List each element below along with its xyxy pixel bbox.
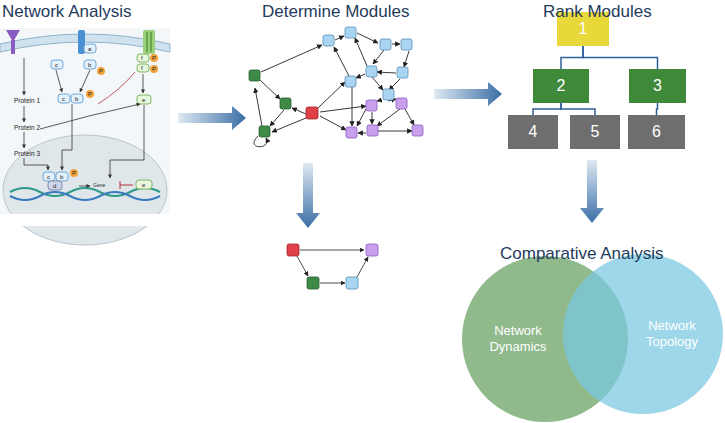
- rank-box: 6: [628, 115, 685, 149]
- node-text: Network Topology: [637, 318, 707, 351]
- stage-heading: Determine Modules: [262, 3, 409, 20]
- node-text: 4: [529, 123, 538, 141]
- venn-circle: Network Topology: [563, 254, 723, 414]
- tree-connector: [561, 103, 595, 115]
- stage-heading: Comparative Analysis: [500, 245, 663, 262]
- node-text: Network Dynamics: [478, 323, 558, 356]
- illustration-label: f: [141, 55, 143, 61]
- illustration-label: Protein 2: [14, 125, 40, 132]
- illustration-label: P: [72, 170, 76, 176]
- illustration-label: a: [88, 46, 91, 52]
- illustration-label: e: [142, 97, 145, 103]
- illustration-label: Protein 1: [14, 98, 40, 105]
- node-text: 6: [652, 123, 661, 141]
- illustration-label: d: [53, 183, 56, 189]
- illustration-label: b: [75, 96, 78, 102]
- node-text: 2: [557, 77, 566, 95]
- rank-box: 5: [570, 115, 620, 149]
- tree-connector: [561, 46, 583, 69]
- illustration-label: b: [60, 174, 63, 180]
- illustration-label: P: [152, 55, 156, 61]
- stage-heading: Rank Modules: [543, 3, 652, 20]
- tree-connector: [583, 46, 658, 69]
- motif: [287, 244, 378, 289]
- cell-illustration: [0, 28, 170, 245]
- rank-box: 3: [629, 69, 686, 103]
- illustration-label: Gene: [93, 183, 105, 188]
- rank-box: 4: [508, 115, 558, 149]
- illustration-label: f: [141, 65, 143, 71]
- stage-arrows: [178, 82, 604, 228]
- illustration-label: c: [47, 174, 50, 180]
- module-network: [254, 33, 414, 147]
- rank-box: 2: [533, 69, 589, 103]
- tree-connector: [657, 103, 658, 115]
- node-text: 3: [653, 77, 662, 95]
- illustration-label: e: [142, 182, 145, 188]
- illustration-label: P: [152, 66, 156, 72]
- node-text: 1: [579, 20, 588, 38]
- illustration-label: P: [88, 91, 92, 97]
- illustration-label: c: [55, 62, 58, 68]
- stage-heading: Network Analysis: [2, 3, 131, 20]
- tree-connector: [533, 103, 561, 115]
- illustration-label: b: [88, 62, 91, 68]
- module-nodes: [249, 27, 423, 138]
- illustration-label: Protein 3: [14, 151, 40, 158]
- illustration-label: c: [62, 96, 65, 102]
- node-text: 5: [591, 123, 600, 141]
- illustration-label: P: [99, 68, 103, 74]
